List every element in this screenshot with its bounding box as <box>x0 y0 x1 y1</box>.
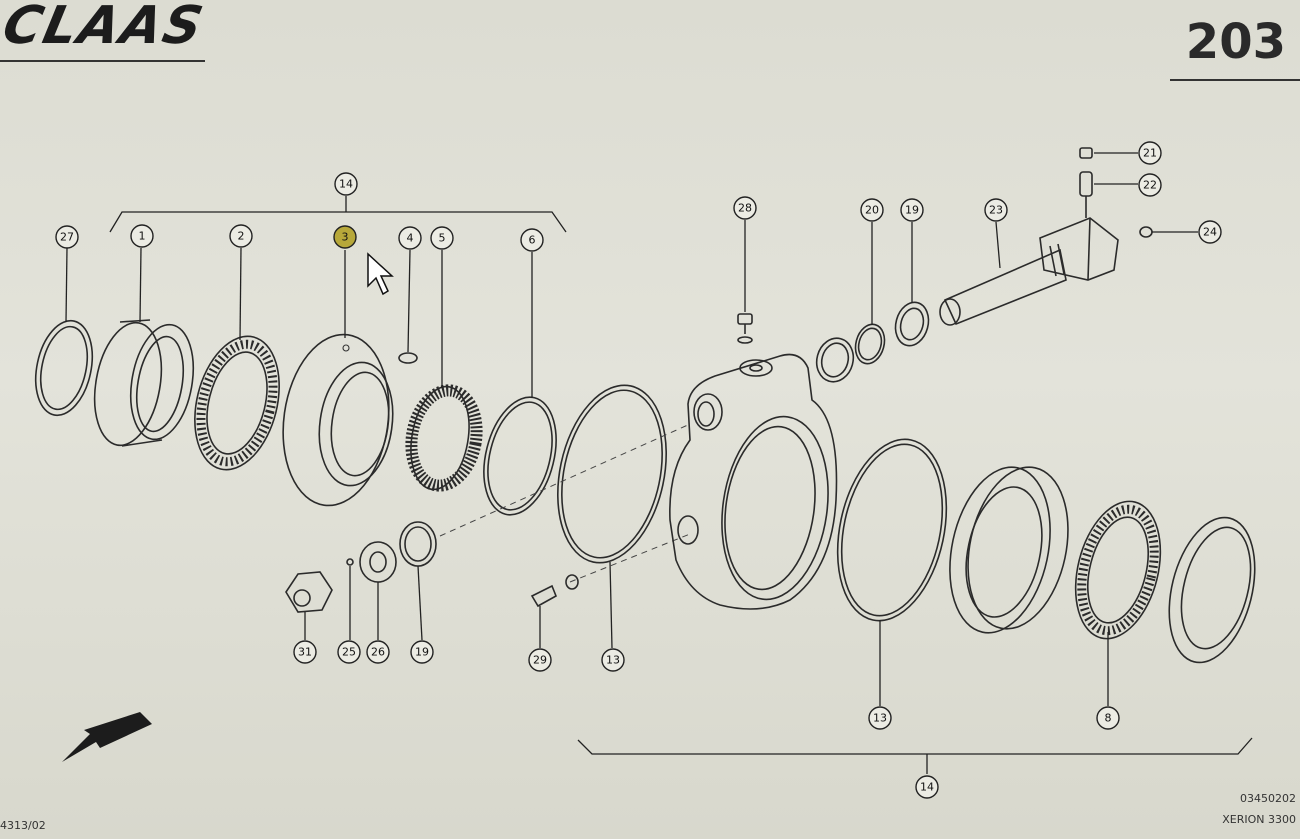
brand-underline <box>0 60 205 62</box>
part-13-oring-right <box>836 438 948 622</box>
part-31-nut <box>285 571 333 613</box>
part-20-ring <box>815 323 886 383</box>
svg-text:19: 19 <box>905 204 919 217</box>
group-bracket-bottom <box>577 737 1253 755</box>
part-19-ring-top <box>894 301 930 347</box>
part-bearing-cup-right <box>949 466 1069 634</box>
callout-6[interactable]: 6 <box>520 228 544 252</box>
svg-text:3: 3 <box>342 231 349 244</box>
svg-text:1: 1 <box>139 230 146 243</box>
callout-25[interactable]: 25 <box>337 640 361 664</box>
part-1-bearing-cup <box>93 319 195 447</box>
part-4-pin <box>398 352 418 364</box>
callout-27[interactable]: 27 <box>55 225 79 249</box>
callout-4[interactable]: 4 <box>398 226 422 250</box>
page-number: 203 <box>1185 14 1286 70</box>
arrow-down-left-icon <box>62 712 152 762</box>
svg-text:27: 27 <box>60 231 74 244</box>
svg-text:23: 23 <box>989 204 1003 217</box>
axis-centerline-2 <box>569 533 691 583</box>
part-13-oring-left <box>557 384 667 564</box>
callout-1[interactable]: 1 <box>130 224 154 248</box>
svg-text:24: 24 <box>1203 226 1217 239</box>
part-26-washer <box>359 541 397 583</box>
part-6-seal-ring <box>483 396 557 516</box>
svg-text:26: 26 <box>371 646 385 659</box>
callout-13-right[interactable]: 13 <box>868 706 892 730</box>
central-housing <box>669 353 838 610</box>
part-8-needle-bearing <box>1074 500 1162 640</box>
callout-31[interactable]: 31 <box>293 640 317 664</box>
callout-29[interactable]: 29 <box>528 648 552 672</box>
callout-28[interactable]: 28 <box>733 196 757 220</box>
svg-text:19: 19 <box>415 646 429 659</box>
group-bracket-top <box>109 211 567 233</box>
page-number-underline <box>1170 79 1300 81</box>
callout-26[interactable]: 26 <box>366 640 390 664</box>
svg-text:6: 6 <box>529 234 536 247</box>
svg-text:4: 4 <box>407 232 414 245</box>
svg-text:8: 8 <box>1105 712 1112 725</box>
svg-text:22: 22 <box>1143 179 1157 192</box>
svg-text:29: 29 <box>533 654 547 667</box>
callout-22[interactable]: 22 <box>1138 173 1162 197</box>
callout-19-bottom[interactable]: 19 <box>410 640 434 664</box>
svg-text:14: 14 <box>920 781 934 794</box>
part-28-screw <box>737 220 753 344</box>
callout-24[interactable]: 24 <box>1198 220 1222 244</box>
part-2-needle-bearing <box>194 335 280 471</box>
callout-13-left[interactable]: 13 <box>601 648 625 672</box>
callout-5[interactable]: 5 <box>430 226 454 250</box>
part-19-ring-bottom <box>399 521 437 567</box>
callout-23[interactable]: 23 <box>984 198 1008 222</box>
part-21-cap <box>1079 147 1093 159</box>
part-23-shaft <box>939 217 1119 326</box>
callout-14-top[interactable]: 14 <box>334 172 358 196</box>
svg-text:31: 31 <box>298 646 312 659</box>
mouse-pointer-icon <box>367 252 394 296</box>
svg-text:13: 13 <box>606 654 620 667</box>
part-27-ring <box>34 319 94 417</box>
part-24-plug <box>1139 226 1153 238</box>
svg-text:14: 14 <box>339 178 353 191</box>
callout-3[interactable]: 3 <box>333 225 357 249</box>
svg-text:20: 20 <box>865 204 879 217</box>
axis-centerline <box>439 423 691 537</box>
callout-20[interactable]: 20 <box>860 198 884 222</box>
callout-14-bottom[interactable]: 14 <box>915 775 939 799</box>
part-3-housing-disc <box>282 333 394 507</box>
leader-lines <box>65 152 1198 706</box>
callout-21[interactable]: 21 <box>1138 141 1162 165</box>
model-name: XERION 3300 <box>1222 813 1296 826</box>
svg-text:13: 13 <box>873 712 887 725</box>
drawing-code-right: 03450202 <box>1240 792 1296 805</box>
svg-text:25: 25 <box>342 646 356 659</box>
callout-8[interactable]: 8 <box>1096 706 1120 730</box>
part-25-pin <box>346 558 354 566</box>
drawing-code-left: 4313/02 <box>0 819 46 832</box>
svg-text:28: 28 <box>738 202 752 215</box>
svg-text:21: 21 <box>1143 147 1157 160</box>
part-22-nipple <box>1079 171 1093 218</box>
part-5-roller-bearing <box>405 384 483 492</box>
callout-2[interactable]: 2 <box>229 224 253 248</box>
callout-19-top[interactable]: 19 <box>900 198 924 222</box>
svg-text:2: 2 <box>238 230 245 243</box>
part-seal-disc-right <box>1168 516 1256 664</box>
svg-text:5: 5 <box>439 232 446 245</box>
part-29-bolt <box>530 574 579 608</box>
